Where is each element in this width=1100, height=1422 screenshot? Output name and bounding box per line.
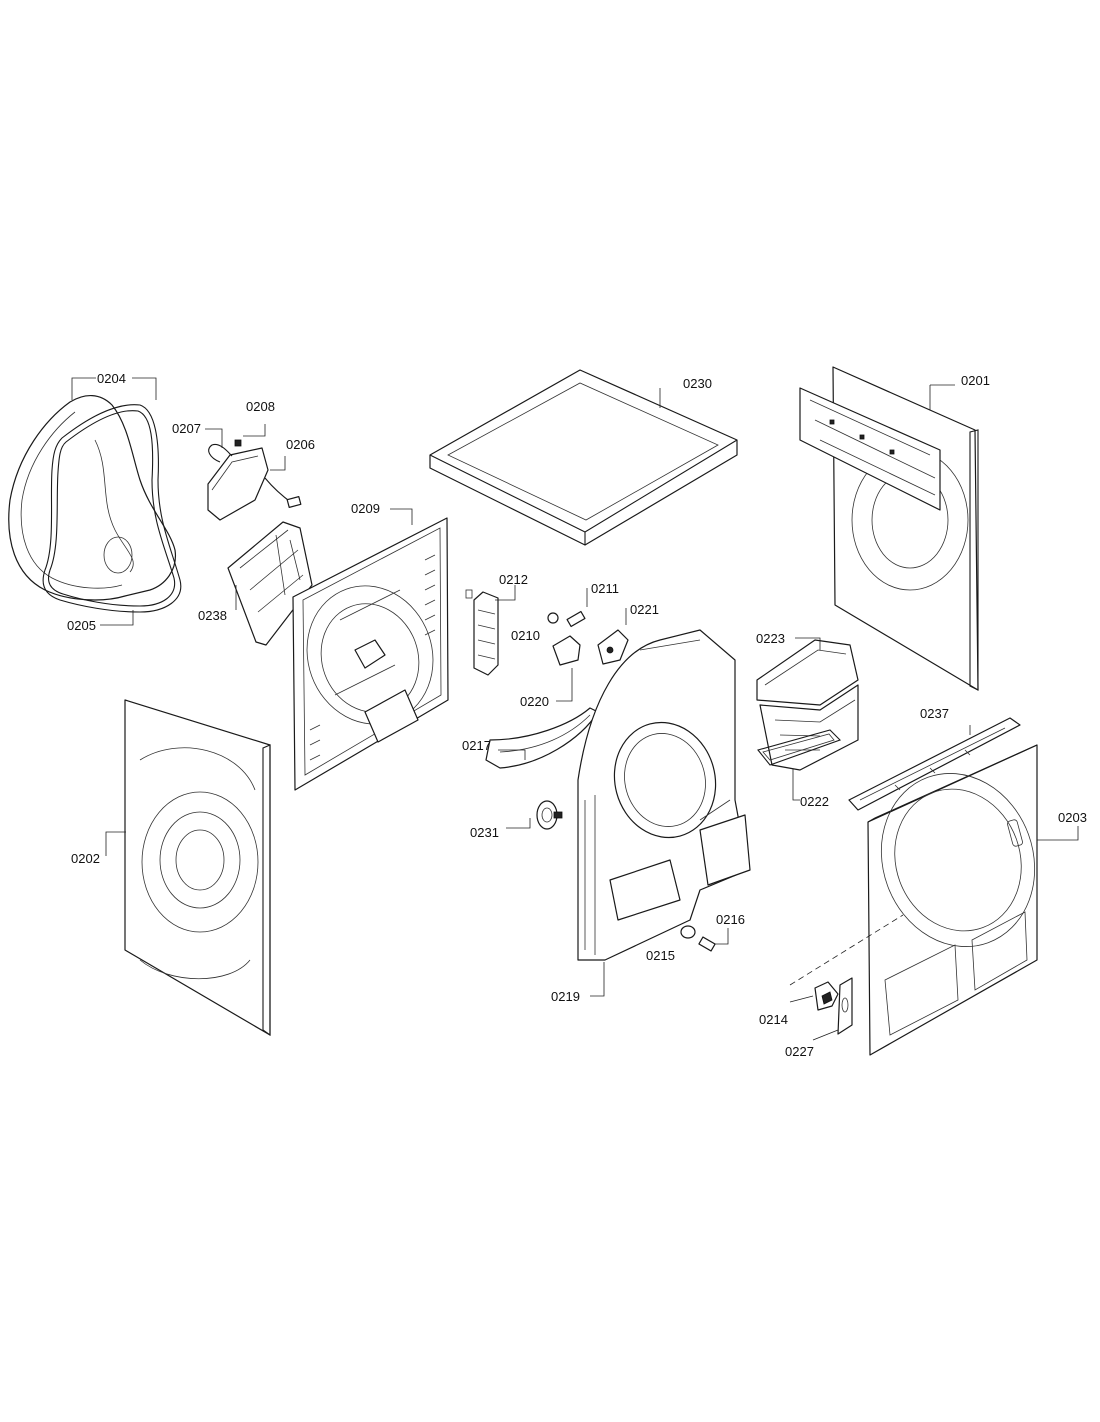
callout-0209: 0209 xyxy=(351,501,380,516)
leader-0209 xyxy=(390,508,413,525)
callout-0206: 0206 xyxy=(286,437,315,452)
callout-0220: 0220 xyxy=(520,694,549,709)
leader-0202 xyxy=(105,831,126,856)
callout-0202: 0202 xyxy=(71,851,100,866)
callout-0216: 0216 xyxy=(716,912,745,927)
callout-0201: 0201 xyxy=(961,373,990,388)
callout-0215: 0215 xyxy=(646,948,675,963)
leader-0219 xyxy=(590,962,605,997)
leader-0207 xyxy=(205,428,223,448)
part-0237-top-rail xyxy=(848,717,1021,811)
callout-0208: 0208 xyxy=(246,399,275,414)
callout-0219: 0219 xyxy=(551,989,580,1004)
callout-0214: 0214 xyxy=(759,1012,788,1027)
callout-0237: 0237 xyxy=(920,706,949,721)
leader-0217 xyxy=(498,749,526,760)
callout-0204: 0204 xyxy=(97,371,126,386)
leader-0214 xyxy=(789,995,814,1003)
part-0222-filter-seal xyxy=(757,729,842,766)
part-0209-rear-panel xyxy=(292,517,449,791)
part-0219-front-frame xyxy=(577,629,751,961)
callout-0223: 0223 xyxy=(756,631,785,646)
part-0205-gasket xyxy=(42,404,182,613)
leader-0203 xyxy=(1037,826,1079,841)
part-0215-knob xyxy=(680,925,696,939)
callout-0217: 0217 xyxy=(462,738,491,753)
callout-0221: 0221 xyxy=(630,602,659,617)
part-0227-lock-cover xyxy=(837,977,853,1035)
part-0202-side-panel xyxy=(124,699,271,1037)
part-0223-lint-filter xyxy=(756,639,859,771)
part-0212-hinge-strip xyxy=(465,589,499,676)
part-0206-electronic-module xyxy=(207,439,302,521)
part-0210-screw xyxy=(547,612,559,624)
part-0220-latch xyxy=(552,635,581,666)
callout-0211: 0211 xyxy=(591,581,619,596)
part-0201-side-panel xyxy=(799,366,979,691)
leader-0231 xyxy=(506,818,531,829)
leader-0227 xyxy=(812,1029,839,1041)
part-0214-door-lock xyxy=(814,981,839,1011)
leader-0204 xyxy=(71,377,157,400)
callout-0207: 0207 xyxy=(172,421,201,436)
callout-0205: 0205 xyxy=(67,618,96,633)
callout-0203: 0203 xyxy=(1058,810,1087,825)
leader-0220 xyxy=(556,668,573,702)
leader-0216 xyxy=(715,928,729,945)
part-0216-pin xyxy=(698,936,716,952)
part-0231-roller xyxy=(536,800,563,830)
part-0221-switch xyxy=(597,629,629,665)
callout-0238: 0238 xyxy=(198,608,227,623)
leader-0201 xyxy=(929,384,955,410)
part-0211-pin xyxy=(566,610,586,628)
callout-0222: 0222 xyxy=(800,794,829,809)
part-0230-top-cover xyxy=(429,369,738,546)
callout-0210: 0210 xyxy=(511,628,540,643)
leader-0212 xyxy=(495,585,516,601)
callout-0212: 0212 xyxy=(499,572,528,587)
leader-0206 xyxy=(270,456,286,471)
leader-0205 xyxy=(100,610,134,626)
part-0203-front-panel xyxy=(867,744,1038,1056)
leader-0222 xyxy=(792,769,800,801)
leader-0208 xyxy=(243,424,266,437)
callout-0230: 0230 xyxy=(683,376,712,391)
assembly-line xyxy=(789,914,904,986)
leader-0223 xyxy=(795,637,821,650)
callout-0227: 0227 xyxy=(785,1044,814,1059)
part-0204-door-seal xyxy=(8,395,177,601)
callout-0231: 0231 xyxy=(470,825,499,840)
part-0238-bracket xyxy=(227,521,313,646)
